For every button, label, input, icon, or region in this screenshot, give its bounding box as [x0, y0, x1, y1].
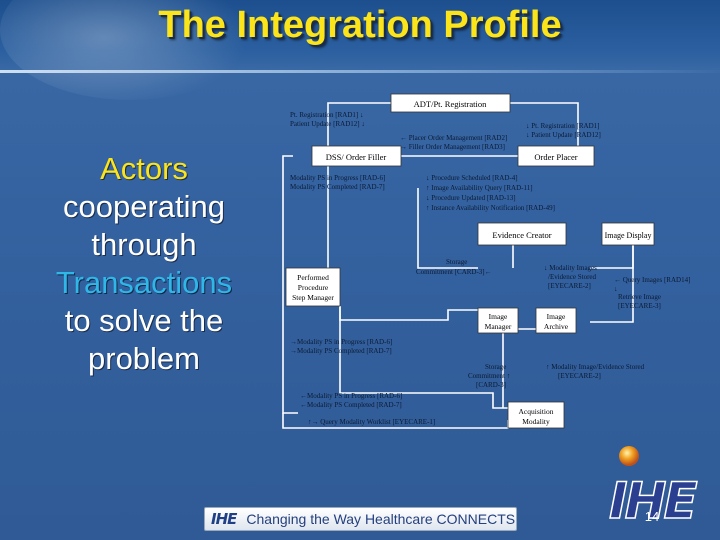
actor-dss-box	[311, 145, 402, 167]
text-problem: problem	[88, 341, 200, 376]
actor-ppsm-label-2: Procedure	[298, 283, 329, 292]
actor-adt-box	[390, 93, 511, 113]
line-ia-display	[590, 245, 634, 323]
txn-mpps-in-progress-dss: Modality PS in Progress [RAD-6]	[290, 174, 385, 182]
line-dss-left-rail	[282, 155, 298, 414]
txn-image-evidence-stored-code: [EYECARE-2]	[558, 372, 601, 380]
actor-dss-label: DSS/ Order Filler	[326, 152, 387, 162]
txn-storage-commit-2-b: Commitment ↑	[468, 372, 510, 380]
text-through: through	[91, 227, 197, 262]
actor-image-manager-label-2: Manager	[485, 322, 512, 331]
footer-tagline-connects: CONNECTS	[436, 511, 516, 527]
actor-acquisition-label-1: Acquisition	[519, 407, 554, 416]
line-ppsm-im	[339, 306, 478, 321]
txn-modality-images-3: [EYECARE-2]	[548, 282, 591, 290]
text-to-solve: to solve the	[64, 303, 224, 338]
actor-image-archive-box	[535, 307, 577, 334]
actor-evidence-creator-box	[477, 222, 567, 246]
actor-adt-label: ADT/Pt. Registration	[414, 99, 487, 109]
integration-profile-diagram: ADT/Pt. Registration DSS/ Order Filler O…	[268, 88, 690, 433]
actor-order-placer-box	[517, 145, 595, 167]
actor-image-display-label: Image Display	[605, 231, 652, 240]
txn-filler-order-mgmt: → Filler Order Management [RAD3]	[400, 143, 505, 151]
footer-tagline-prefix: Changing the Way Healthcare	[246, 511, 437, 527]
txn-procedure-scheduled: ↓ Procedure Scheduled [RAD-4]	[426, 174, 518, 182]
line-ppsm-acq	[339, 306, 508, 409]
txn-placer-order-mgmt: ← Placer Order Management [RAD2]	[400, 134, 507, 142]
line-dss-im	[417, 188, 478, 269]
text-cooperating: cooperating	[62, 189, 225, 224]
diagram-svg: ADT/Pt. Registration DSS/ Order Filler O…	[282, 93, 690, 429]
actor-ppsm-box	[285, 267, 341, 307]
line-adt-op	[510, 102, 579, 146]
txn-modality-images-2: /Evidence Stored	[548, 273, 597, 281]
txn-instance-availability: ↑ Instance Availability Notification [RA…	[426, 204, 555, 212]
txn-pt-registration-dss: Pt. Registration [RAD1] ↓	[290, 111, 364, 119]
txn-patient-update-dss: Patient Update [RAD12] ↓	[290, 120, 365, 128]
txn-retrieve-image-code: [EYECARE-3]	[618, 302, 661, 310]
text-transactions: Transactions	[55, 265, 233, 300]
txn-storage-commit-2-a: Storage	[485, 363, 506, 371]
txn-storage-commit-1-a: Storage	[446, 258, 467, 266]
page-number: 14	[644, 509, 660, 524]
header-rule	[0, 70, 720, 73]
txn-mpps-in-progress-acq: ←Modality PS in Progress [RAD-6]	[300, 392, 402, 400]
actor-acquisition-label-2: Modality	[522, 417, 550, 426]
txn-patient-update-op: ↓ Patient Update [RAD12]	[526, 131, 601, 139]
connector-lines	[282, 102, 634, 429]
txn-query-arrow: ↓	[614, 285, 618, 293]
txn-procedure-updated: ↓ Procedure Updated [RAD-13]	[426, 194, 516, 202]
actor-order-placer-label: Order Placer	[534, 152, 577, 162]
actor-evidence-creator-label: Evidence Creator	[492, 230, 551, 240]
transaction-labels: Pt. Registration [RAD1] ↓ Patient Update…	[290, 111, 690, 426]
actor-image-display-box	[601, 222, 655, 246]
actor-image-manager-label-1: Image	[489, 312, 508, 321]
ihe-logo: IHE	[605, 440, 715, 531]
txn-image-availability-query: ↑ Image Availability Query [RAD-11]	[426, 184, 533, 192]
txn-query-images: ← Query Images [RAD14]	[614, 276, 690, 284]
text-actors: Actors	[100, 151, 188, 186]
line-adt-dss	[327, 102, 391, 146]
ihe-logo-dot	[619, 446, 639, 466]
footer-tagline: Changing the Way Healthcare CONNECTS	[246, 511, 515, 527]
txn-storage-commit-1-b: Commitment [CARD-3]←	[416, 268, 492, 276]
header-band	[0, 0, 720, 100]
ihe-logo-graphic: IHE	[608, 446, 701, 531]
left-text-block: Actors cooperating through Transactions …	[22, 150, 266, 378]
actor-boxes: ADT/Pt. Registration DSS/ Order Filler O…	[285, 93, 655, 429]
footer-ihe-logo: IHE	[211, 510, 237, 528]
txn-query-modality-worklist: ↑→ Query Modality Worklist [EYECARE-1]	[308, 418, 435, 426]
actor-image-manager-box	[477, 307, 519, 334]
txn-pt-registration-op: ↓ Pt. Registration [RAD1]	[526, 122, 600, 130]
txn-retrieve-image: Retrieve Image	[618, 293, 661, 301]
ihe-logo-text: IHE	[609, 472, 697, 530]
actor-acquisition-modality-box	[507, 401, 565, 429]
slide-title: The Integration Profile	[158, 4, 562, 46]
txn-image-evidence-stored: ↑ Modality Image/Evidence Stored	[546, 363, 645, 371]
txn-modality-images-1: ↓ Modality Images	[544, 264, 597, 272]
txn-mpps-completed-acq: ←Modality PS Completed [RAD-7]	[300, 401, 402, 409]
actor-ppsm-label-3: Step Manager	[292, 293, 334, 302]
actor-image-archive-label-2: Archive	[544, 322, 569, 331]
txn-mpps-completed-im: →Modality PS Completed [RAD-7]	[290, 347, 392, 355]
actor-ppsm-label-1: Performed	[297, 273, 329, 282]
actor-image-archive-label-1: Image	[547, 312, 566, 321]
txn-mpps-in-progress-im: →Modality PS in Progress [RAD-6]	[290, 338, 392, 346]
txn-mpps-completed-dss: Modality PS Completed [RAD-7]	[290, 183, 385, 191]
txn-storage-commit-2-c: [CARD-3]	[476, 381, 506, 389]
footer-banner: IHE Changing the Way Healthcare CONNECTS	[204, 507, 517, 531]
